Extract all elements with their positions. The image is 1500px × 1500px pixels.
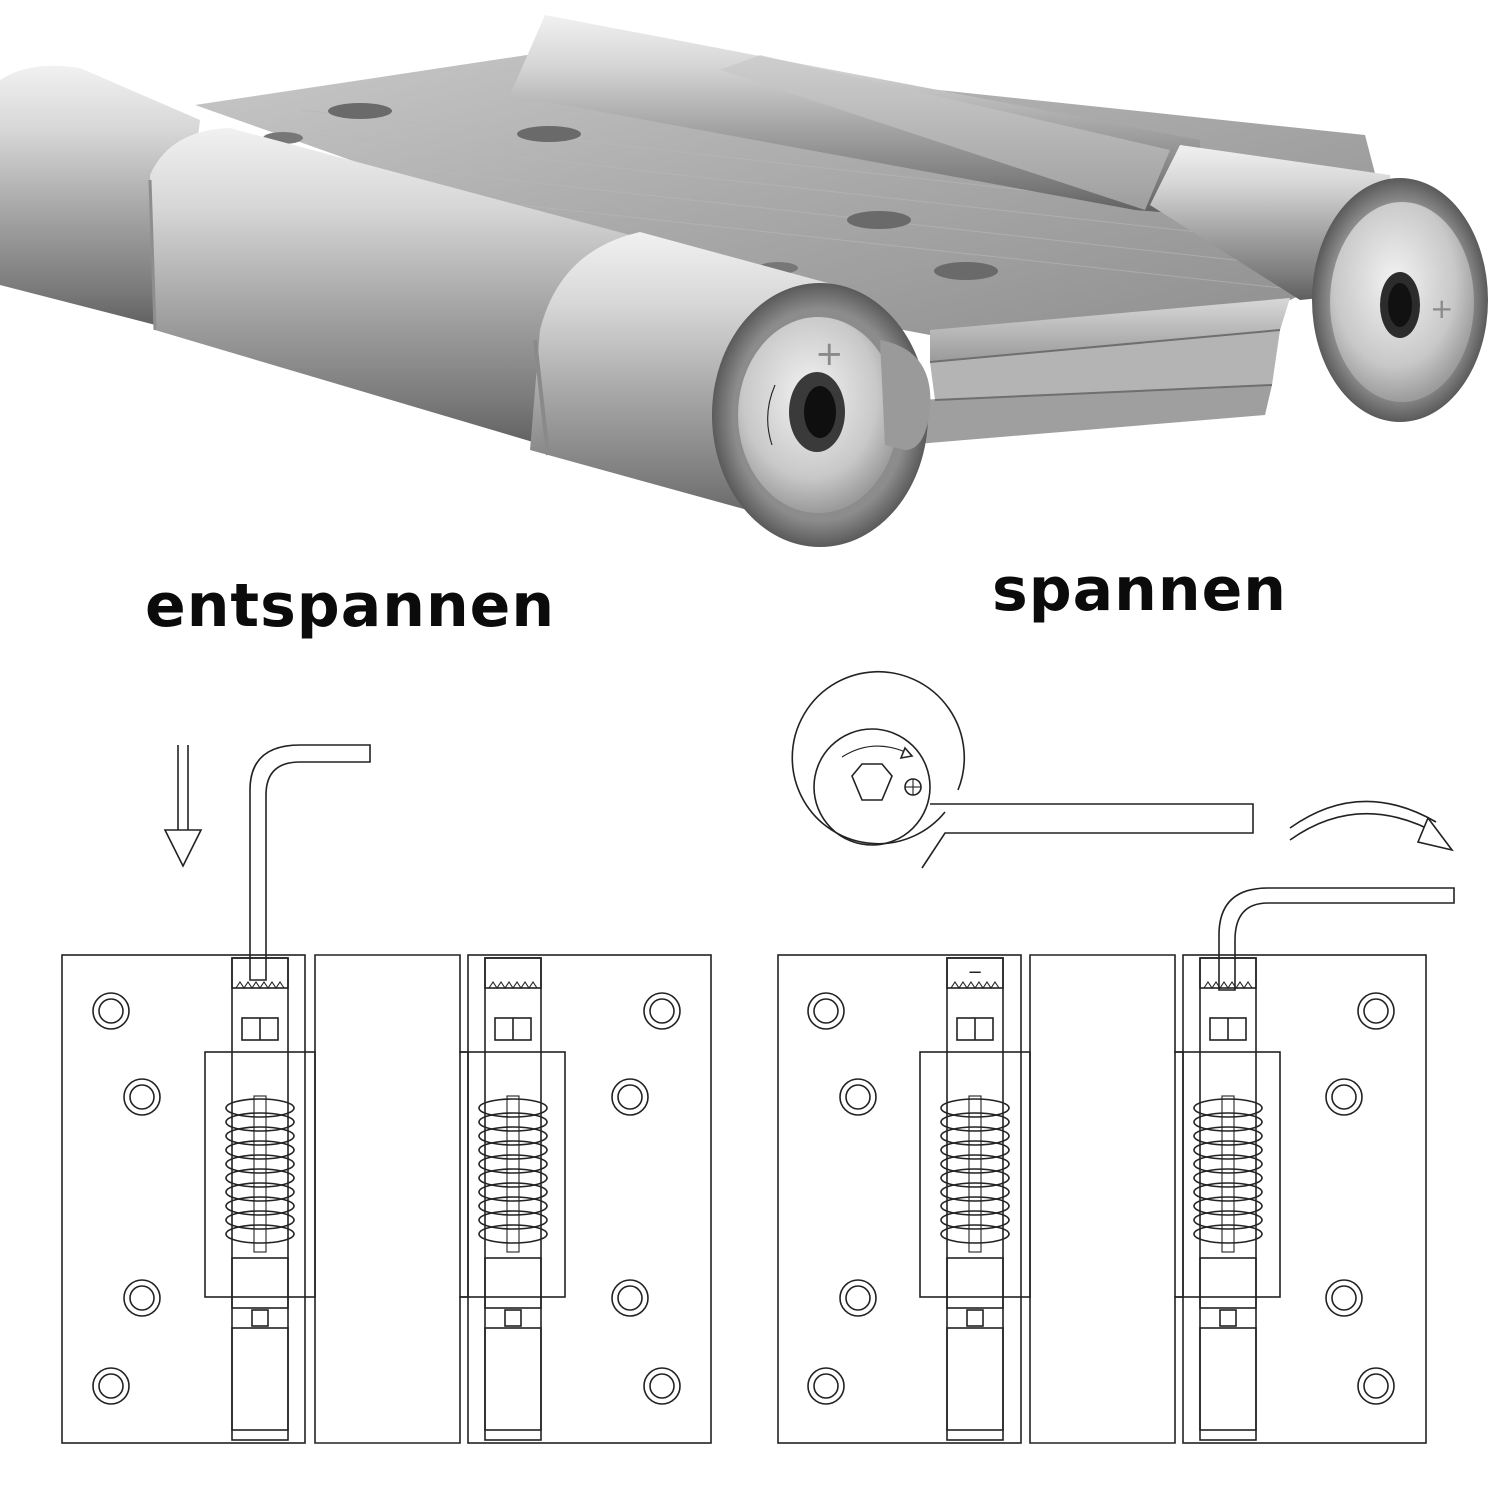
barrel-b2 [1194,958,1262,1440]
leaf-plate-left-b [777,954,1022,1444]
back-cap-plus-mark: + [1430,292,1453,325]
rotate-arrow-icon [1289,812,1441,841]
diagram-tension [777,670,1455,1444]
leaf-plate-center-a [314,954,469,1444]
plate-edge-1 [930,298,1290,362]
hex-key-icon-b [1218,887,1455,991]
leaf-plate-right-b [1182,954,1427,1444]
back-barrel [510,15,1488,422]
diagram-release [61,744,712,1444]
leaf-plate-left-a [61,954,306,1444]
minus-mark: − [967,962,982,983]
down-arrow-icon [163,745,203,868]
hex-key-icon [249,744,371,981]
leaf-plate-center-b [1029,954,1184,1444]
plate-edge-3 [885,385,1272,445]
barrel-a2 [479,958,547,1440]
front-barrel [0,65,931,547]
tension-dial-icon [791,670,1254,869]
label-apply-tension: spannen [992,555,1287,625]
plate-screw-holes [263,103,998,280]
label-release-tension: entspannen [145,571,556,641]
front-cap-arrow [767,384,776,446]
front-cap-plus-mark: + [815,334,844,374]
barrel-a1 [226,958,294,1440]
plate-edge-2 [930,330,1280,400]
leaf-plate-right-a [467,954,712,1444]
barrel-b1 [941,958,1009,1440]
